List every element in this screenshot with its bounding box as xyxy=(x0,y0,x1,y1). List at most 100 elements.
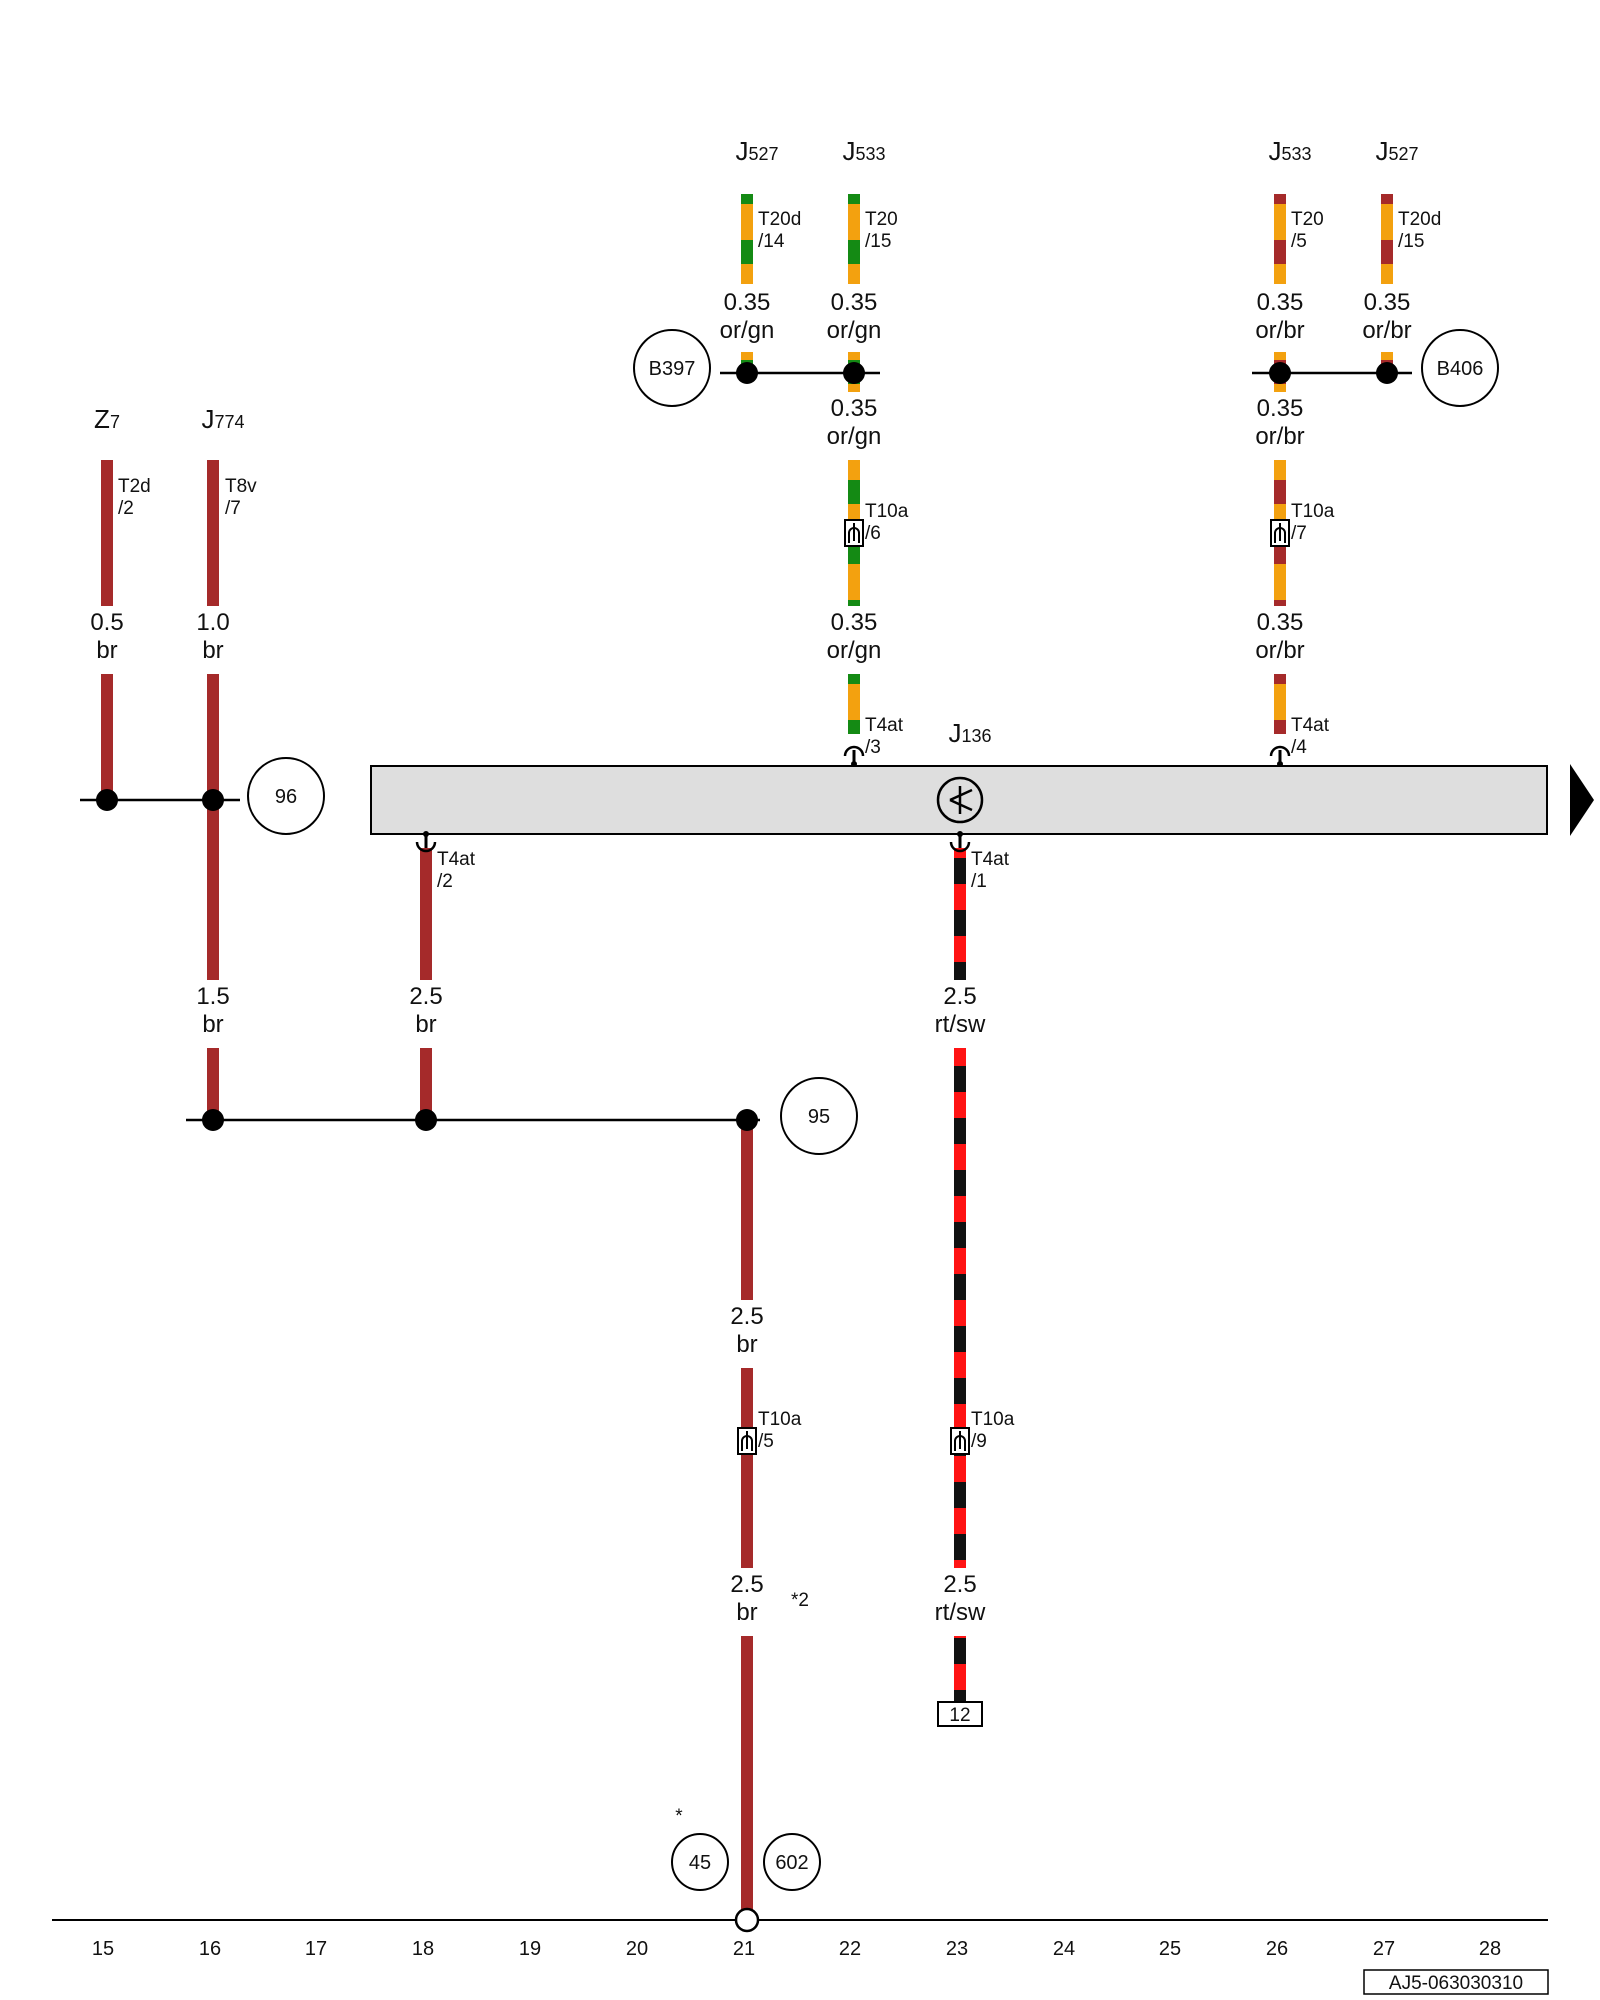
track-number: 19 xyxy=(519,1938,541,1960)
svg-text:/2: /2 xyxy=(437,871,453,892)
asterisk-note: * xyxy=(675,1806,683,1827)
svg-text:/1: /1 xyxy=(971,871,987,892)
splice-dot xyxy=(1269,362,1291,384)
wire-label-21-top: 0.35 or/gn xyxy=(720,289,775,344)
splice-dot xyxy=(202,1109,224,1131)
svg-text:T4at: T4at xyxy=(865,715,904,736)
svg-text:2.5: 2.5 xyxy=(943,983,976,1010)
splice-dot xyxy=(202,789,224,811)
svg-text:/5: /5 xyxy=(758,1431,774,1452)
svg-text:12: 12 xyxy=(949,1705,970,1726)
component-label-j774: J774 xyxy=(201,404,244,434)
connector-t4at-4-icon xyxy=(1269,745,1291,767)
svg-text:1.0: 1.0 xyxy=(196,609,229,636)
svg-text:or/br: or/br xyxy=(1255,423,1304,450)
svg-text:0.35: 0.35 xyxy=(724,289,771,316)
component-label-j533-right: J533 xyxy=(1268,136,1311,166)
svg-text:2.5: 2.5 xyxy=(943,1571,976,1598)
svg-text:/6: /6 xyxy=(865,523,881,544)
ref-circle-96: 96 xyxy=(247,757,325,835)
ref-circle-45: 45 xyxy=(671,1833,729,1891)
svg-text:T4at: T4at xyxy=(971,849,1010,870)
svg-text:602: 602 xyxy=(775,1852,808,1874)
pin-label-t10a-6: T10a /6 xyxy=(865,501,909,544)
svg-text:/3: /3 xyxy=(865,737,881,758)
svg-text:95: 95 xyxy=(808,1106,830,1128)
wire-21-lower xyxy=(741,1636,753,1910)
svg-text:br: br xyxy=(96,637,117,664)
pin-label-t10a-9: T10a /9 xyxy=(971,1409,1015,1452)
connector-t4at-1-icon xyxy=(949,831,971,853)
component-label-j527-right: J527 xyxy=(1375,136,1418,166)
svg-text:2.5: 2.5 xyxy=(730,1303,763,1330)
wire-label-18-mid: 2.5 br xyxy=(409,983,442,1038)
pin-label-t20d-15: T20d /15 xyxy=(1398,209,1441,252)
wire-21-upper xyxy=(741,1120,753,1300)
wire-23-upper xyxy=(954,848,966,980)
track-number: 25 xyxy=(1159,1938,1181,1960)
wire-26-low xyxy=(1274,674,1286,734)
connector-t10a-5-icon xyxy=(737,1427,757,1455)
pin-label-t2d-2: T2d /2 xyxy=(118,476,151,519)
svg-text:/15: /15 xyxy=(1398,231,1424,252)
svg-text:T20: T20 xyxy=(865,209,898,230)
svg-text:T4at: T4at xyxy=(1291,715,1330,736)
wire-16-upper xyxy=(207,674,219,980)
svg-text:br: br xyxy=(202,1011,223,1038)
svg-text:or/gn: or/gn xyxy=(827,637,882,664)
svg-text:br: br xyxy=(736,1599,757,1626)
svg-text:45: 45 xyxy=(689,1852,711,1874)
track-number: 21 xyxy=(733,1938,755,1960)
svg-text:rt/sw: rt/sw xyxy=(935,1599,986,1626)
wire-label-26-mid: 0.35 or/br xyxy=(1255,395,1304,450)
connector-t10a-7-icon xyxy=(1270,519,1290,547)
connector-t10a-9-icon xyxy=(950,1427,970,1455)
motor-symbol-icon xyxy=(936,776,984,824)
svg-text:2.5: 2.5 xyxy=(409,983,442,1010)
wire-label-23-b: 2.5 rt/sw xyxy=(935,1571,986,1626)
svg-text:T20d: T20d xyxy=(758,209,801,230)
splice-dot xyxy=(415,1109,437,1131)
track-number: 16 xyxy=(199,1938,221,1960)
pin-label-t20-5: T20 /5 xyxy=(1291,209,1324,252)
ground-point-open-circle xyxy=(734,1907,760,1933)
track-number: 17 xyxy=(305,1938,327,1960)
pin-label-t4at-1: T4at /1 xyxy=(971,849,1010,892)
ref-circle-95: 95 xyxy=(780,1077,858,1155)
pin-label-t20d-14: T20d /14 xyxy=(758,209,801,252)
svg-text:1.5: 1.5 xyxy=(196,983,229,1010)
wire-label-26-top: 0.35 or/br xyxy=(1255,289,1304,344)
svg-text:or/gn: or/gn xyxy=(827,423,882,450)
wire-label-22-mid: 0.35 or/gn xyxy=(827,395,882,450)
track-number: 27 xyxy=(1373,1938,1395,1960)
component-label-z7: Z7 xyxy=(94,404,120,434)
svg-text:0.35: 0.35 xyxy=(1257,395,1304,422)
svg-text:0.35: 0.35 xyxy=(831,609,878,636)
wire-22-top xyxy=(848,194,860,284)
track-number: 23 xyxy=(946,1938,968,1960)
wire-label-22-low: 0.35 or/gn xyxy=(827,609,882,664)
svg-text:0.35: 0.35 xyxy=(1257,289,1304,316)
wire-27-top xyxy=(1381,194,1393,284)
svg-text:0.5: 0.5 xyxy=(90,609,123,636)
wire-21-top xyxy=(741,194,753,284)
splice-dot xyxy=(96,789,118,811)
wire-22-low xyxy=(848,674,860,734)
svg-text:T8v: T8v xyxy=(225,476,257,497)
svg-text:/7: /7 xyxy=(225,498,241,519)
wire-label-21-a: 2.5 br xyxy=(730,1303,763,1358)
splice-dot xyxy=(736,1109,758,1131)
svg-text:/2: /2 xyxy=(118,498,134,519)
svg-text:T10a: T10a xyxy=(865,501,909,522)
track-number-row: 15 16 17 18 19 20 21 22 23 24 25 26 27 2… xyxy=(92,1938,1501,1960)
wire-z7-top xyxy=(101,460,113,606)
pin-label-t20-15: T20 /15 xyxy=(865,209,898,252)
splice-dot xyxy=(1376,362,1398,384)
track-number: 26 xyxy=(1266,1938,1288,1960)
svg-text:B406: B406 xyxy=(1437,358,1484,380)
splice-dot xyxy=(843,362,865,384)
svg-text:br: br xyxy=(736,1331,757,1358)
pin-label-t4at-4: T4at /4 xyxy=(1291,715,1330,758)
track-number: 24 xyxy=(1053,1938,1075,1960)
svg-text:br: br xyxy=(202,637,223,664)
